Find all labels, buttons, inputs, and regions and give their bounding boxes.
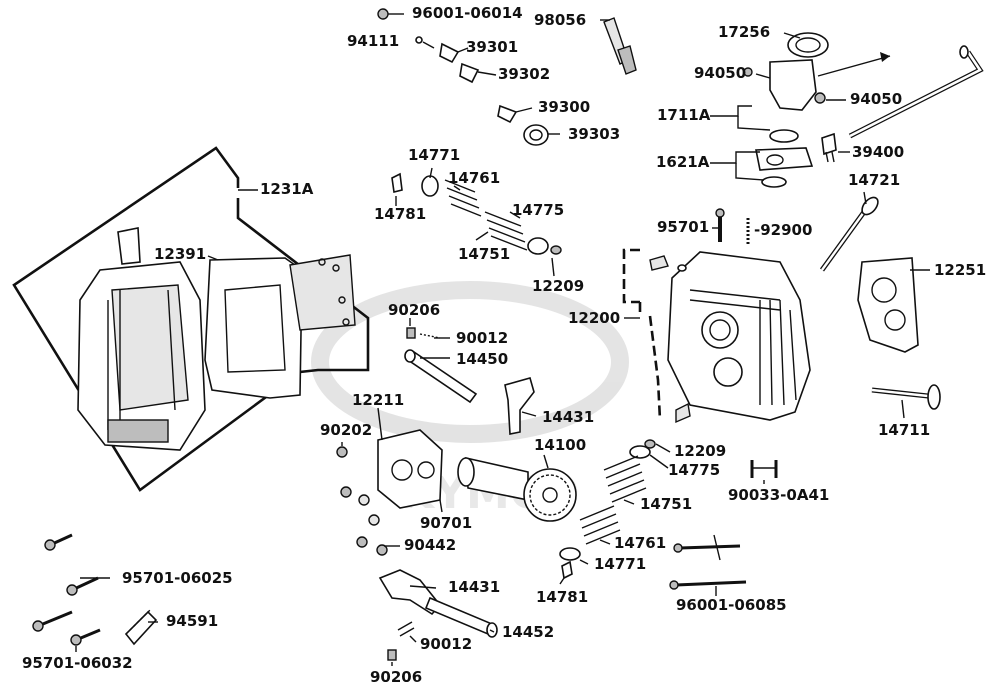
label-90206-top: 90206 [388,301,441,319]
label-14751-top: 14751 [458,245,511,263]
rocker-arm-holder [336,429,443,556]
cylinder-head [649,251,811,424]
head-bolts [715,208,750,245]
label-12200: 12200 [568,309,621,327]
label-14761-bottom: 14761 [614,534,667,552]
label-90033-0A41: 90033-0A41 [728,486,830,504]
left-valve-spring-group [391,172,562,255]
right-valve-spring-group [559,439,656,580]
label-90202: 90202 [320,421,373,439]
label-1231A: 1231A [260,180,314,198]
head-gasket [857,257,919,353]
label-12251: 12251 [934,261,987,279]
label-14781-bottom: 14781 [536,588,589,606]
label-90206-bottom: 90206 [370,668,423,686]
label-14771-bottom: 14771 [594,555,647,573]
label-1711A: 1711A [657,106,711,124]
label-1621A: 1621A [656,153,710,171]
dowel-pins [750,460,778,478]
label-14775-bottom: 14775 [668,461,721,479]
label-94050-left: 94050 [694,64,747,82]
label-94591: 94591 [166,612,219,630]
lower-rocker-arm [378,569,498,661]
label-14100: 14100 [534,436,587,454]
label-39301: 39301 [466,38,519,56]
label-94111: 94111 [347,32,400,50]
label-94050-right: 94050 [850,90,903,108]
camshaft [457,456,577,522]
label-95701-06032: 95701-06032 [22,654,133,672]
label-12391: 12391 [154,245,207,263]
label-95701-06025: 95701-06025 [122,569,233,587]
intake-manifold [743,32,837,188]
label-39300: 39300 [538,98,591,116]
label-39302: 39302 [498,65,551,83]
intake-valve [819,196,879,272]
label-12211: 12211 [352,391,405,409]
label-92900: -92900 [754,221,813,239]
left-bolt-group [32,533,158,646]
spark-plug [603,17,637,75]
cylinder-head-cover [77,227,206,451]
label-14771-top: 14771 [408,146,461,164]
label-96001-06085: 96001-06085 [676,596,787,614]
label-14711: 14711 [878,421,931,439]
label-96001-06014: 96001-06014 [412,4,523,22]
label-90012-bottom: 90012 [420,635,473,653]
label-39303: 39303 [568,125,621,143]
top-small-parts [377,8,549,146]
cover-gasket [204,254,356,399]
label-90012-top: 90012 [456,329,509,347]
label-12209-bottom: 12209 [674,442,727,460]
leader-lines [75,13,930,666]
label-95701: 95701 [657,218,710,236]
label-14450: 14450 [456,350,509,368]
label-98056: 98056 [534,11,587,29]
label-90701: 90701 [420,514,473,532]
label-14775-top: 14775 [512,201,565,219]
label-14761-top: 14761 [448,169,501,187]
label-12209-top: 12209 [532,277,585,295]
label-90442: 90442 [404,536,457,554]
label-14721: 14721 [848,171,901,189]
label-17256: 17256 [718,23,771,41]
label-14751-bottom: 14751 [640,495,693,513]
label-14431-top: 14431 [542,408,595,426]
head-group-outline [622,248,640,304]
long-stud-bolts [669,534,747,590]
label-14452: 14452 [502,623,555,641]
label-39400: 39400 [852,143,905,161]
exhaust-valve [871,384,941,410]
rocker-parts-center [404,327,535,435]
label-14781-top: 14781 [374,205,427,223]
label-14431-bottom: 14431 [448,578,501,596]
